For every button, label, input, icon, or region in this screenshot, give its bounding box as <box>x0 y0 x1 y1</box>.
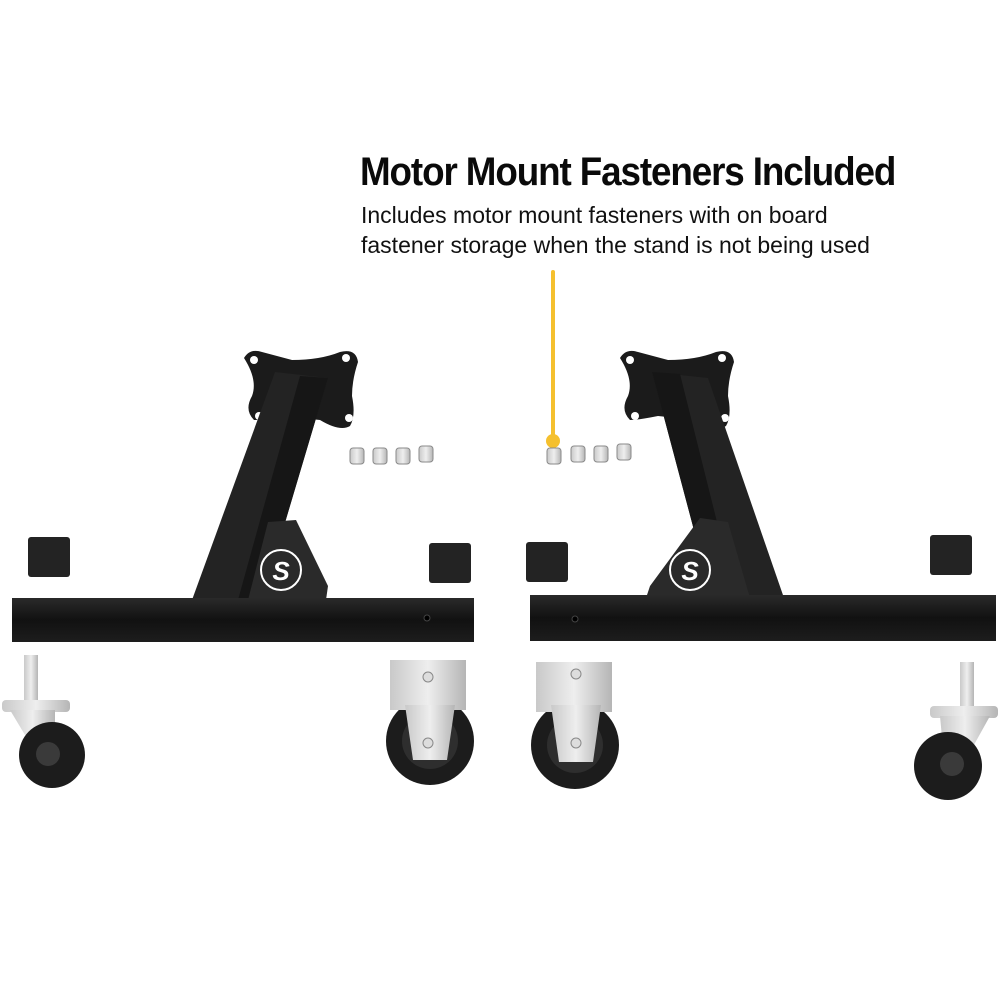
callout-leader-line <box>551 270 555 440</box>
left-stand: S <box>2 350 474 788</box>
right-stand: S <box>526 350 998 800</box>
left-rigid-caster <box>386 660 474 785</box>
right-end-cap-1 <box>526 542 568 582</box>
callout-body-line-2: fastener storage when the stand is not b… <box>361 232 870 258</box>
callout-title: Motor Mount Fasteners Included <box>360 150 896 194</box>
callout-leader-dot <box>546 434 560 448</box>
callout-body: Includes motor mount fasteners with on b… <box>361 200 961 260</box>
left-fasteners <box>349 445 434 465</box>
right-fasteners <box>546 443 632 465</box>
left-end-cap-1 <box>28 537 70 577</box>
left-swivel-caster <box>2 655 85 788</box>
right-end-cap-2 <box>930 535 972 575</box>
left-end-cap-2 <box>429 543 471 583</box>
left-logo <box>260 549 302 591</box>
right-swivel-caster <box>914 662 998 800</box>
svg-text:S: S <box>681 556 699 586</box>
right-rigid-caster <box>531 662 619 789</box>
svg-text:S: S <box>272 556 290 586</box>
callout-body-line-1: Includes motor mount fasteners with on b… <box>361 202 828 228</box>
right-logo <box>669 549 711 591</box>
